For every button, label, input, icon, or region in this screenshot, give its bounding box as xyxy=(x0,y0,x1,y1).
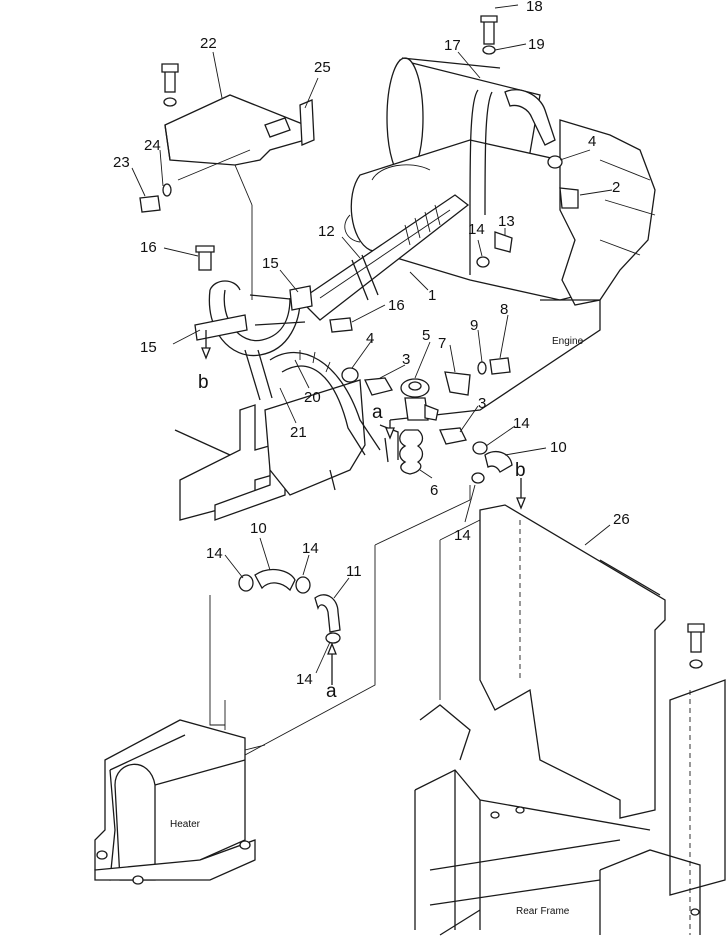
callout-6: 6 xyxy=(430,482,438,499)
letter-a-upper: a xyxy=(372,402,383,423)
callout-26: 26 xyxy=(613,511,630,528)
callout-25: 25 xyxy=(314,59,331,76)
callout-3-upper: 3 xyxy=(402,351,410,368)
callout-10-left: 10 xyxy=(250,520,267,537)
callout-2: 2 xyxy=(612,179,620,196)
cover-plate xyxy=(139,63,315,300)
callout-12: 12 xyxy=(318,223,335,240)
callout-3-lower: 3 xyxy=(478,395,486,412)
callout-15-lower: 15 xyxy=(140,339,157,356)
callout-23: 23 xyxy=(113,154,130,171)
callout-1: 1 xyxy=(428,287,436,304)
valve-fittings xyxy=(341,15,579,484)
callout-4-lower: 4 xyxy=(366,330,374,347)
callout-10-right: 10 xyxy=(550,439,567,456)
callout-14-right: 14 xyxy=(454,527,471,544)
callout-16-upper: 16 xyxy=(140,239,157,256)
callout-14-hose-left: 14 xyxy=(206,545,223,562)
callout-24: 24 xyxy=(144,137,161,154)
letter-b-right: b xyxy=(515,460,526,481)
letter-b-left: b xyxy=(198,372,209,393)
callout-5: 5 xyxy=(422,327,430,344)
callout-4-upper: 4 xyxy=(588,133,596,150)
rear-frame-assembly xyxy=(414,504,726,936)
heater-unit xyxy=(94,719,256,885)
callout-labels: 1 2 3 3 4 4 5 6 7 8 9 10 10 11 12 13 14 … xyxy=(113,0,630,917)
callout-8: 8 xyxy=(500,301,508,318)
callout-14-engine: 14 xyxy=(468,221,485,238)
callout-16-lower: 16 xyxy=(388,297,405,314)
callout-7: 7 xyxy=(438,335,446,352)
callout-14-valve: 14 xyxy=(513,415,530,432)
callout-20: 20 xyxy=(304,389,321,406)
callout-13: 13 xyxy=(498,213,515,230)
label-engine: Engine xyxy=(552,336,584,347)
leader-lines xyxy=(131,4,613,756)
callout-11: 11 xyxy=(346,563,362,580)
callout-14-hose-mid: 14 xyxy=(302,540,319,557)
engine-assembly xyxy=(344,57,656,421)
radiator-assembly xyxy=(174,245,399,521)
heater-hose-assembly xyxy=(238,568,341,644)
label-rear-frame: Rear Frame xyxy=(516,906,570,917)
callout-19: 19 xyxy=(528,36,545,53)
coolant-hose-assembly xyxy=(298,194,470,321)
label-heater: Heater xyxy=(170,819,201,830)
letter-a-lower: a xyxy=(326,681,337,702)
callout-17: 17 xyxy=(444,37,461,54)
callout-22: 22 xyxy=(200,35,217,52)
callout-18: 18 xyxy=(526,0,543,15)
callout-14-hose-bottom: 14 xyxy=(296,671,313,688)
callout-15-upper: 15 xyxy=(262,255,279,272)
callout-9: 9 xyxy=(470,317,478,334)
callout-21: 21 xyxy=(290,424,307,441)
